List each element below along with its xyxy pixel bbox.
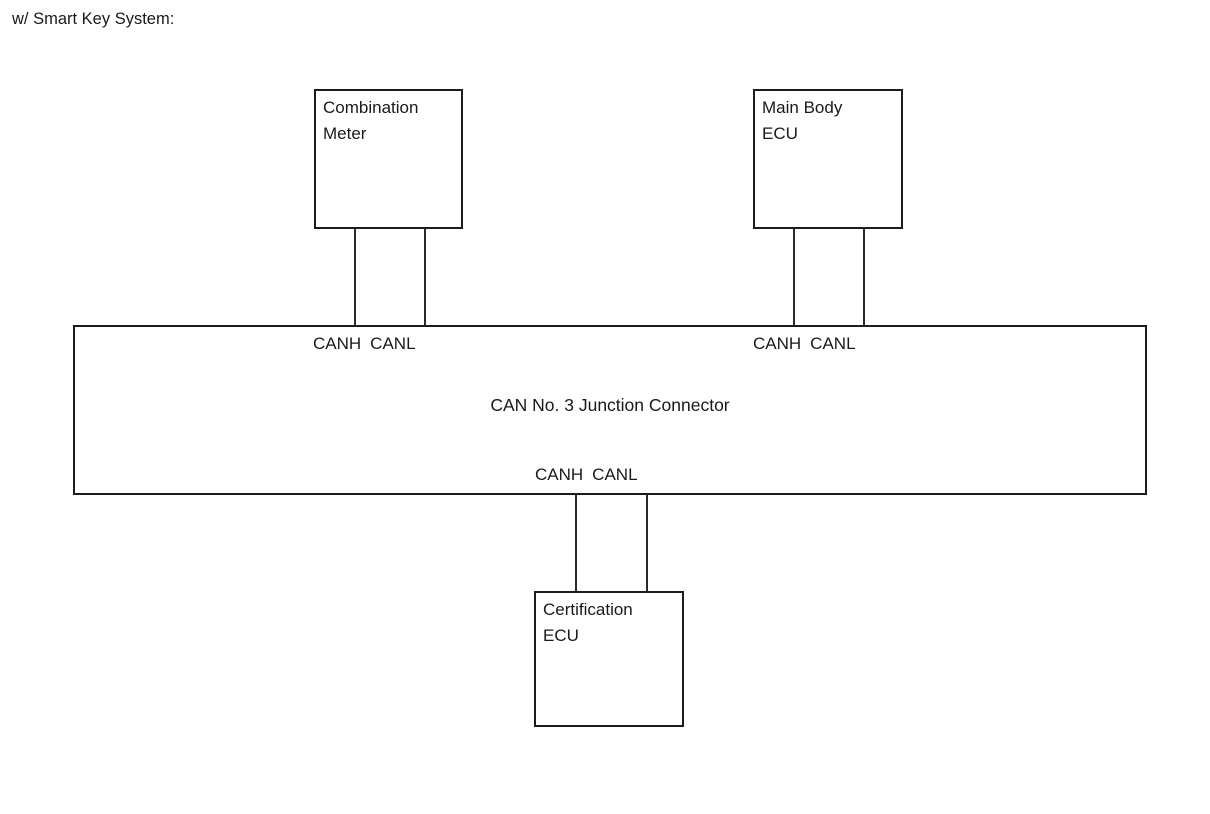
junction-connector-title: CAN No. 3 Junction Connector (490, 395, 730, 415)
signal-canh-label: CANH (313, 334, 362, 353)
wire-combination-meter-canl (424, 227, 426, 327)
signal-canl-label: CANL (810, 334, 856, 353)
signal-canh-label: CANH (753, 334, 802, 353)
signal-canh-label: CANH (535, 465, 584, 484)
wire-main-body-ecu-canl (863, 227, 865, 327)
signal-canl-label: CANL (370, 334, 416, 353)
wire-certification-ecu-canh (575, 493, 577, 593)
wire-certification-ecu-canl (646, 493, 648, 593)
node-label-combination-meter: Combination Meter (323, 98, 419, 143)
wire-main-body-ecu-canh (793, 227, 795, 327)
signal-label-combination-meter: CANH CANL (313, 334, 416, 354)
node-label-main-body-ecu: Main Body ECU (762, 98, 843, 143)
signal-canl-label: CANL (592, 465, 638, 484)
wire-combination-meter-canh (354, 227, 356, 327)
node-box-main-body-ecu: Main Body ECU (753, 89, 903, 229)
page-title: w/ Smart Key System: (12, 10, 175, 28)
node-box-can-no-3-junction-connector: CAN No. 3 Junction Connector (73, 325, 1147, 495)
node-box-certification-ecu: Certification ECU (534, 591, 684, 727)
signal-label-main-body-ecu: CANH CANL (753, 334, 856, 354)
signal-label-certification-ecu: CANH CANL (535, 465, 638, 485)
node-label-certification-ecu: Certification ECU (543, 600, 633, 645)
node-box-combination-meter: Combination Meter (314, 89, 463, 229)
